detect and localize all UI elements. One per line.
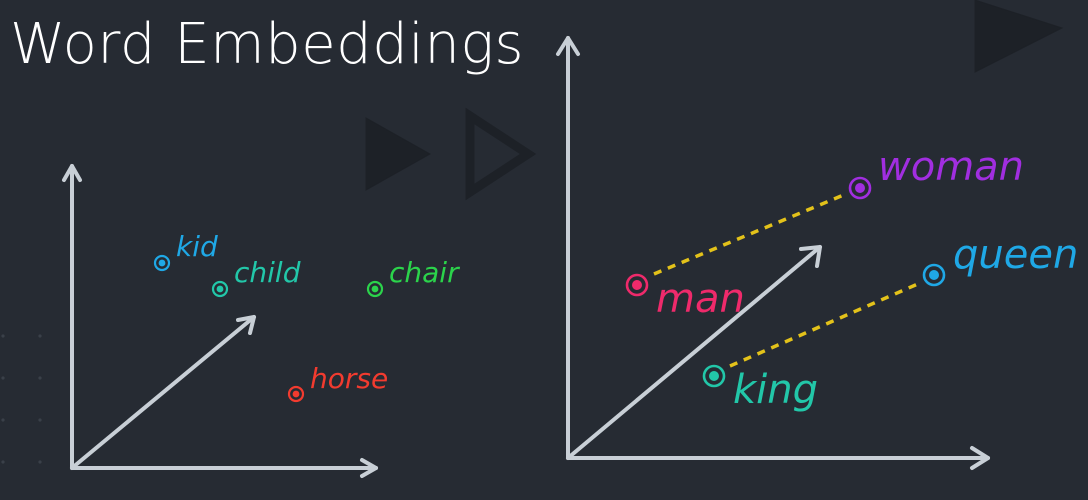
word-label: horse bbox=[310, 362, 388, 395]
right-vector bbox=[566, 245, 822, 460]
dot-decoration bbox=[1, 334, 42, 464]
left-vector bbox=[70, 315, 256, 470]
left-word-child: child bbox=[211, 256, 301, 298]
king-queen-link bbox=[729, 281, 921, 368]
right-word-king: king bbox=[702, 364, 818, 413]
word-label: man bbox=[656, 276, 745, 322]
left-y-arrowhead bbox=[62, 164, 82, 182]
word-label: king bbox=[733, 367, 818, 413]
word-point bbox=[922, 263, 946, 287]
right-word-woman: woman bbox=[848, 144, 1024, 200]
left-x-arrowhead bbox=[360, 458, 378, 478]
word-point bbox=[153, 254, 171, 272]
play-decoration bbox=[365, 0, 1064, 201]
right-word-queen: queen bbox=[922, 232, 1078, 287]
left-vector-arrowhead bbox=[236, 315, 256, 335]
word-point bbox=[366, 280, 384, 298]
word-label: child bbox=[234, 256, 301, 289]
left-word-kid: kid bbox=[153, 230, 218, 272]
right-axes bbox=[556, 36, 990, 470]
word-point bbox=[702, 364, 726, 388]
word-label: queen bbox=[953, 232, 1078, 278]
slide-title: Word Embeddings bbox=[10, 12, 525, 77]
right-vector-arrowhead bbox=[799, 245, 822, 268]
left-word-horse: horse bbox=[287, 362, 388, 403]
play-shape-3 bbox=[974, 0, 1064, 73]
left-axes bbox=[62, 164, 378, 478]
play-shape-1 bbox=[365, 117, 432, 191]
relation-lines bbox=[653, 192, 921, 368]
word-point bbox=[848, 176, 872, 200]
word-point bbox=[625, 273, 649, 297]
right-word-man: man bbox=[625, 273, 745, 322]
word-label: chair bbox=[389, 256, 460, 289]
left-word-chair: chair bbox=[366, 256, 460, 298]
word-point bbox=[211, 280, 229, 298]
word-label: kid bbox=[176, 230, 218, 263]
right-x-arrowhead bbox=[970, 446, 990, 470]
word-point bbox=[287, 385, 305, 403]
play-shape-2 bbox=[465, 107, 537, 201]
man-woman-link bbox=[653, 192, 847, 276]
right-y-arrowhead bbox=[556, 36, 580, 56]
word-label: woman bbox=[878, 144, 1024, 190]
